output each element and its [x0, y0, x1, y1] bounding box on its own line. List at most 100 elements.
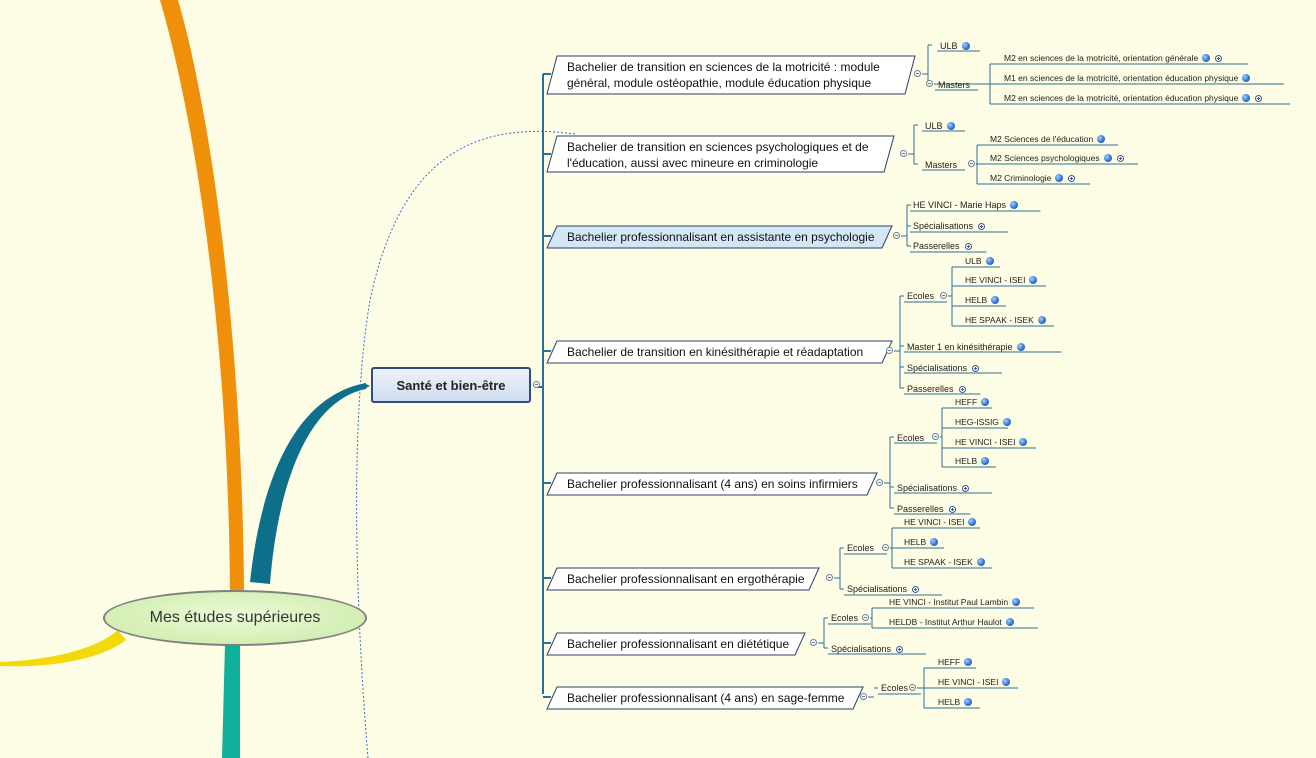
expand-icon[interactable]	[1255, 95, 1263, 102]
collapse-toggle[interactable]	[914, 70, 921, 77]
grandchild-node-label[interactable]: HEFF	[938, 656, 973, 668]
bachelor-node-label[interactable]: Bachelier de transition en kinésithérapi…	[567, 345, 864, 359]
grandchild-node-label[interactable]: HELB	[938, 696, 973, 708]
expand-icon[interactable]	[896, 646, 904, 653]
expand-icon[interactable]	[972, 365, 980, 372]
globe-icon[interactable]	[1002, 418, 1011, 426]
bachelor-node-label[interactable]: Bachelier professionnalisant (4 ans) en …	[567, 691, 845, 705]
collapse-toggle[interactable]	[886, 347, 893, 354]
child-node-label[interactable]: Spécialisations	[847, 583, 920, 595]
collapse-toggle[interactable]	[533, 381, 540, 388]
collapse-toggle[interactable]	[876, 479, 883, 486]
globe-icon[interactable]	[964, 658, 973, 666]
collapse-toggle[interactable]	[900, 150, 907, 157]
expand-icon[interactable]	[978, 223, 986, 230]
collapse-toggle[interactable]	[893, 232, 900, 239]
grandchild-node-label[interactable]: M2 Sciences psychologiques	[990, 152, 1124, 164]
collapse-toggle[interactable]	[860, 693, 867, 700]
collapse-toggle[interactable]	[826, 574, 833, 581]
child-node-label[interactable]: Ecoles	[881, 682, 908, 694]
bachelor-node-label[interactable]: Bachelier de transition en sciences de l…	[567, 60, 880, 90]
child-node-label[interactable]: Spécialisations	[907, 362, 980, 374]
expand-icon[interactable]	[1116, 155, 1124, 162]
child-node-label[interactable]: ULB	[925, 120, 955, 132]
bachelor-node-label[interactable]: Bachelier de transition en sciences psyc…	[567, 140, 869, 170]
child-node-label[interactable]: Ecoles	[831, 612, 858, 624]
globe-icon[interactable]	[968, 518, 977, 526]
expand-icon[interactable]	[962, 485, 970, 492]
globe-icon[interactable]	[1019, 438, 1028, 446]
collapse-toggle[interactable]	[810, 639, 817, 646]
grandchild-node-label[interactable]: HE VINCI - ISEI	[965, 274, 1038, 286]
globe-icon[interactable]	[1005, 618, 1014, 626]
globe-icon[interactable]	[1010, 201, 1019, 209]
bachelor-node-label[interactable]: Bachelier professionnalisant en ergothér…	[567, 572, 805, 586]
child-node-label[interactable]: HE VINCI - Marie Haps	[913, 199, 1019, 211]
grandchild-node-label[interactable]: HE VINCI - Institut Paul Lambin	[889, 596, 1021, 608]
child-node-label[interactable]: Ecoles	[897, 432, 924, 444]
globe-icon[interactable]	[976, 558, 985, 566]
grandchild-node-label[interactable]: HE VINCI - ISEI	[955, 436, 1028, 448]
globe-icon[interactable]	[981, 398, 990, 406]
central-topic[interactable]: Mes études supérieures	[103, 590, 367, 646]
grandchild-node-label[interactable]: ULB	[965, 255, 994, 267]
grandchild-node-label[interactable]: HELB	[904, 536, 939, 548]
bachelor-node-label[interactable]: Bachelier professionnalisant en assistan…	[567, 230, 875, 244]
expand-icon[interactable]	[964, 243, 972, 250]
expand-icon[interactable]	[1068, 175, 1076, 182]
child-node-label[interactable]: Ecoles	[907, 290, 934, 302]
expand-icon[interactable]	[912, 586, 920, 593]
child-node-label[interactable]: Passerelles	[897, 503, 956, 515]
globe-icon[interactable]	[1037, 316, 1046, 324]
child-node-label[interactable]: Spécialisations	[897, 482, 970, 494]
grandchild-node-label[interactable]: HEG-ISSIG	[955, 416, 1011, 428]
globe-icon[interactable]	[964, 698, 973, 706]
grandchild-node-label[interactable]: HE VINCI - ISEI	[904, 516, 977, 528]
globe-icon[interactable]	[991, 296, 1000, 304]
grandchild-node-label[interactable]: M1 en sciences de la motricité, orientat…	[1004, 72, 1251, 84]
globe-icon[interactable]	[961, 42, 970, 50]
child-node-label[interactable]: Masters	[925, 159, 957, 171]
globe-icon[interactable]	[930, 538, 939, 546]
grandchild-node-label[interactable]: M2 Criminologie	[990, 172, 1076, 184]
expand-icon[interactable]	[958, 386, 966, 393]
child-node-label[interactable]: Ecoles	[847, 542, 874, 554]
collapse-toggle[interactable]	[862, 614, 869, 621]
globe-icon[interactable]	[1242, 94, 1251, 102]
grandchild-node-label[interactable]: HELDB - Institut Arthur Haulot	[889, 616, 1014, 628]
globe-icon[interactable]	[1012, 598, 1021, 606]
child-node-label[interactable]: Spécialisations	[913, 220, 986, 232]
grandchild-node-label[interactable]: HELB	[955, 455, 990, 467]
grandchild-node-label[interactable]: HELB	[965, 294, 1000, 306]
grandchild-node-label[interactable]: M2 Sciences de l'éducation	[990, 133, 1106, 145]
bachelor-node-label[interactable]: Bachelier professionnalisant en diététiq…	[567, 637, 790, 651]
grandchild-node-label[interactable]: HE SPAAK - ISEK	[965, 314, 1046, 326]
collapse-toggle[interactable]	[932, 433, 939, 440]
child-node-label[interactable]: ULB	[940, 40, 970, 52]
collapse-toggle[interactable]	[882, 544, 889, 551]
globe-icon[interactable]	[1103, 154, 1112, 162]
child-node-label[interactable]: Masters	[938, 79, 970, 91]
collapse-toggle[interactable]	[940, 292, 947, 299]
grandchild-node-label[interactable]: HE SPAAK - ISEK	[904, 556, 985, 568]
globe-icon[interactable]	[985, 257, 994, 265]
bachelor-node-label[interactable]: Bachelier professionnalisant (4 ans) en …	[567, 477, 858, 491]
collapse-toggle[interactable]	[909, 684, 916, 691]
globe-icon[interactable]	[1029, 276, 1038, 284]
globe-icon[interactable]	[1002, 678, 1011, 686]
collapse-toggle[interactable]	[968, 160, 975, 167]
expand-icon[interactable]	[948, 506, 956, 513]
child-node-label[interactable]: Passerelles	[913, 240, 972, 252]
globe-icon[interactable]	[946, 122, 955, 130]
globe-icon[interactable]	[1242, 74, 1251, 82]
child-node-label[interactable]: Spécialisations	[831, 643, 904, 655]
grandchild-node-label[interactable]: M2 en sciences de la motricité, orientat…	[1004, 92, 1263, 104]
globe-icon[interactable]	[981, 457, 990, 465]
child-node-label[interactable]: Passerelles	[907, 383, 966, 395]
globe-icon[interactable]	[1016, 343, 1025, 351]
main-topic-sante[interactable]: Santé et bien-être	[371, 367, 531, 403]
grandchild-node-label[interactable]: HEFF	[955, 396, 990, 408]
globe-icon[interactable]	[1202, 54, 1211, 62]
expand-icon[interactable]	[1215, 55, 1223, 62]
